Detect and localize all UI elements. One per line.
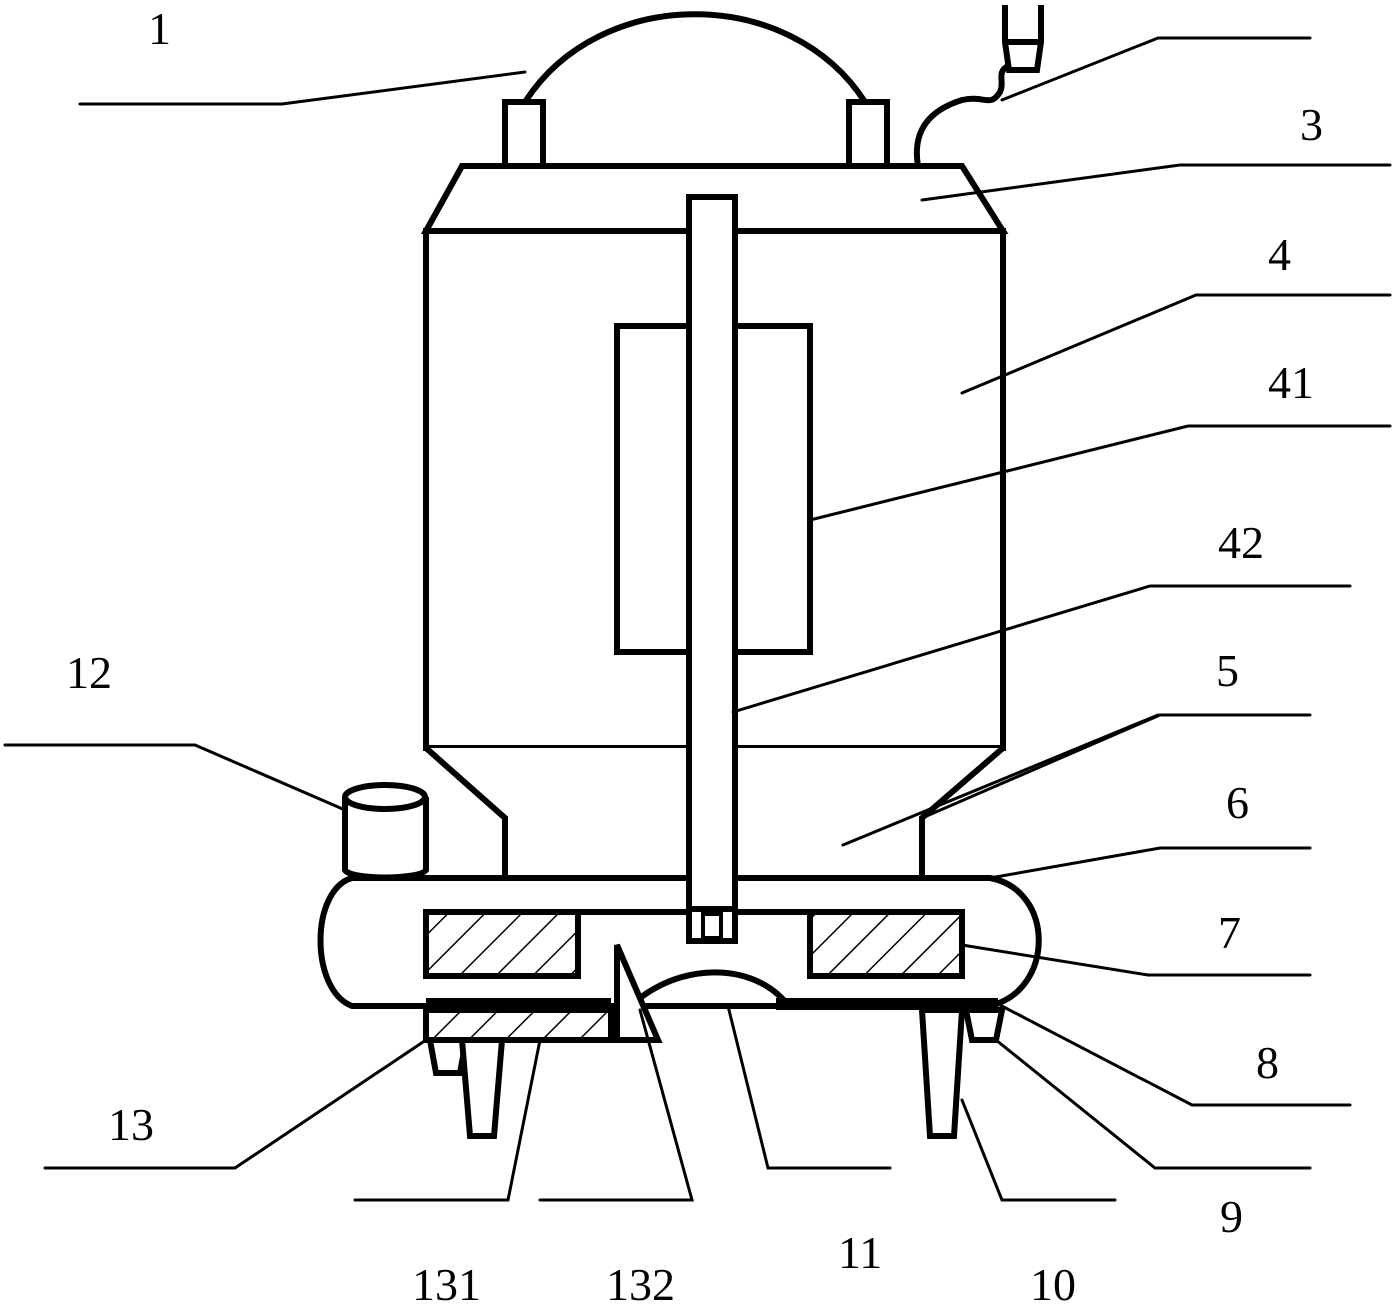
label-4: 4 <box>1268 229 1291 280</box>
label-7: 7 <box>1218 907 1241 958</box>
label-132: 132 <box>606 1259 675 1306</box>
shaft <box>686 194 738 944</box>
label-8: 8 <box>1256 1037 1279 1088</box>
lifting-handle <box>502 11 890 169</box>
cutter-assembly <box>423 943 663 1043</box>
label-10: 10 <box>1030 1259 1076 1306</box>
label-11: 11 <box>838 1227 882 1278</box>
label-5: 5 <box>1216 645 1239 696</box>
leader-lines <box>3 36 1392 1202</box>
label-42: 42 <box>1218 517 1264 568</box>
outlet-pipe <box>342 782 429 881</box>
part-labels: 1 3 4 41 42 5 6 7 8 9 10 11 12 13 131 13… <box>66 3 1323 1306</box>
label-6: 6 <box>1226 777 1249 828</box>
support-feet <box>426 1007 1006 1139</box>
label-131: 131 <box>412 1259 481 1306</box>
power-cable <box>913 5 1044 167</box>
label-12: 12 <box>66 647 112 698</box>
label-3: 3 <box>1300 99 1323 150</box>
label-41: 41 <box>1268 357 1314 408</box>
label-9: 9 <box>1220 1191 1243 1242</box>
label-13: 13 <box>108 1099 154 1150</box>
label-1: 1 <box>148 3 171 54</box>
